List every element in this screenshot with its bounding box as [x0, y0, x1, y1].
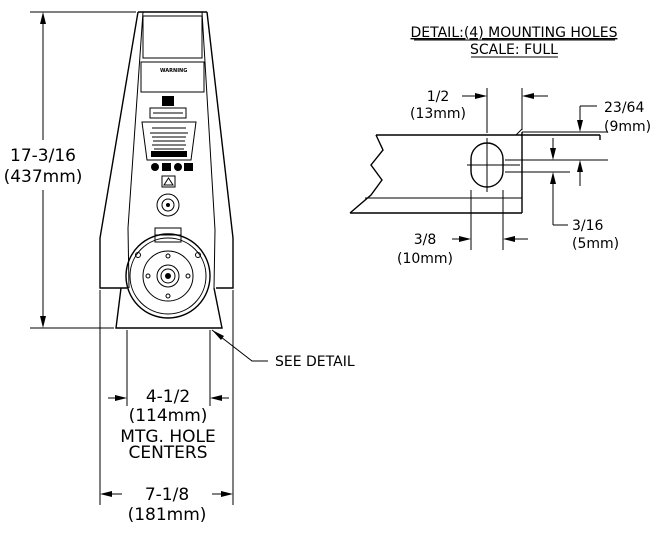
- hole-centers-imperial-text: 4-1/2: [146, 387, 190, 407]
- device-front-view: WARNING: [99, 11, 234, 329]
- round-port-icon: [156, 193, 180, 217]
- rating-plate: [141, 121, 197, 161]
- warning-label: [140, 61, 205, 93]
- detail-title: DETAIL:(4) MOUNTING HOLES: [411, 25, 618, 41]
- height-imperial-text: 17-3/16: [10, 146, 76, 166]
- detail-scale: SCALE: FULL: [470, 42, 558, 58]
- see-detail-text: SEE DETAIL: [275, 354, 355, 370]
- see-detail-leader: [211, 329, 268, 362]
- certification-marks: [151, 163, 193, 171]
- hole-centers-dimension: [108, 330, 229, 406]
- caution-icon: [161, 175, 176, 188]
- slot-center-dimension: [452, 190, 528, 250]
- slot-length-metric: (13mm): [410, 106, 466, 122]
- edge-offset-imperial: 23/64: [604, 100, 644, 116]
- slot-center-metric: (10mm): [397, 251, 453, 267]
- hole-centers-label-line2: CENTERS: [128, 443, 207, 463]
- edge-offset-dimension: [522, 105, 608, 186]
- warning-label-text: WARNING: [160, 68, 187, 74]
- display-window: [142, 15, 203, 59]
- width-metric-text: (181mm): [128, 505, 207, 525]
- hole-centers-label-line1: MTG. HOLE: [120, 427, 215, 447]
- height-metric-text: (437mm): [4, 167, 83, 187]
- slot-width-metric: (5mm): [572, 236, 619, 252]
- connector-assembly: [125, 227, 211, 319]
- detail-plate: [349, 128, 601, 214]
- slot-length-imperial: 1/2: [427, 89, 450, 105]
- width-imperial-text: 7-1/8: [145, 485, 189, 505]
- slot-width-imperial: 3/16: [572, 218, 604, 234]
- slot-length-dimension: [462, 88, 548, 133]
- indicator-icon: [162, 96, 174, 106]
- width-dimension: [99, 290, 234, 505]
- slot-width-dimension: [505, 138, 570, 226]
- edge-offset-metric: (9mm): [604, 119, 651, 135]
- hole-centers-metric-text: (114mm): [129, 406, 208, 426]
- slot-center-imperial: 3/8: [414, 232, 437, 248]
